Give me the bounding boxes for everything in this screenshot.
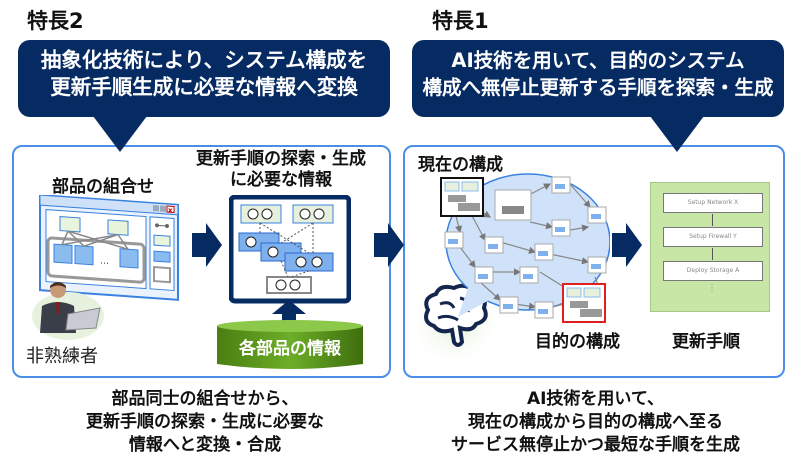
svg-text:x: x bbox=[168, 206, 173, 214]
callout-line: 構成へ無停止更新する手順を探索・生成 bbox=[422, 76, 774, 99]
feature-1-description: AI技術を用いて、 現在の構成から目的の構成へ至る サービス無停止かつ最短な手順… bbox=[403, 388, 788, 457]
feature-2-callout: 抽象化技術により、システム構成を 更新手順生成に必要な情報へ変換 bbox=[18, 40, 390, 117]
callout-pointer bbox=[647, 112, 707, 152]
description-line: AI技術を用いて、 bbox=[526, 389, 665, 409]
description-line: サービス無停止かつ最短な手順を生成 bbox=[451, 435, 740, 455]
target-config-box bbox=[562, 283, 606, 323]
arrow-right-icon bbox=[192, 223, 222, 267]
component-info-label: 各部品の情報 bbox=[239, 339, 341, 359]
feature-2-title: 特長2 bbox=[27, 9, 84, 33]
update-procedure-label: 更新手順 bbox=[672, 332, 740, 352]
procedure-step: Setup Firewall Y bbox=[663, 227, 763, 247]
current-config-label: 現在の構成 bbox=[418, 155, 503, 175]
update-info-label: 更新手順の探索・生成 に必要な情報 bbox=[186, 149, 376, 191]
update-info-model-diagram bbox=[229, 195, 351, 304]
arrow-right-icon bbox=[612, 223, 642, 267]
procedure-step: Deploy Storage A bbox=[663, 261, 763, 281]
label-line: 更新手順の探索・生成 bbox=[196, 149, 366, 169]
callout-line: 抽象化技術により、システム構成を bbox=[40, 48, 368, 72]
callout-line: AI技術を用いて、目的のシステム bbox=[451, 49, 745, 72]
callout-line: 更新手順生成に必要な情報へ変換 bbox=[50, 75, 358, 99]
novice-user-label: 非熟練者 bbox=[26, 346, 98, 367]
description-line: 現在の構成から目的の構成へ至る bbox=[468, 412, 723, 432]
more-steps-indicator: ⋮ bbox=[707, 283, 717, 294]
description-line: 情報へと変換・合成 bbox=[128, 435, 282, 455]
arrow-right-icon bbox=[374, 223, 404, 267]
step-connector bbox=[712, 214, 713, 226]
feature-1-callout: AI技術を用いて、目的のシステム 構成へ無停止更新する手順を探索・生成 bbox=[412, 40, 784, 117]
novice-user-icon bbox=[32, 282, 104, 340]
arrow-up-icon bbox=[272, 300, 306, 328]
procedure-step: Setup Network X bbox=[663, 193, 763, 213]
svg-text:…: … bbox=[100, 256, 109, 267]
description-line: 部品同士の組合せから、 bbox=[111, 389, 299, 409]
feature-2-description: 部品同士の組合せから、 更新手順の探索・生成に必要な 情報へと変換・合成 bbox=[20, 388, 390, 457]
update-procedure-document: Setup Network X Setup Firewall Y Deploy … bbox=[650, 182, 770, 312]
target-config-label: 目的の構成 bbox=[535, 332, 620, 352]
component-editor-window-icon: x … bbox=[39, 195, 179, 301]
callout-pointer bbox=[90, 112, 150, 152]
current-config-box bbox=[440, 177, 484, 217]
feature-1-title: 特長1 bbox=[432, 9, 489, 33]
description-line: 更新手順の探索・生成に必要な bbox=[86, 412, 324, 432]
component-combination-label: 部品の組合せ bbox=[52, 177, 154, 197]
step-connector bbox=[712, 248, 713, 260]
component-info-database bbox=[217, 320, 363, 369]
search-graph-bubble bbox=[444, 173, 610, 319]
label-line: に必要な情報 bbox=[230, 170, 332, 190]
